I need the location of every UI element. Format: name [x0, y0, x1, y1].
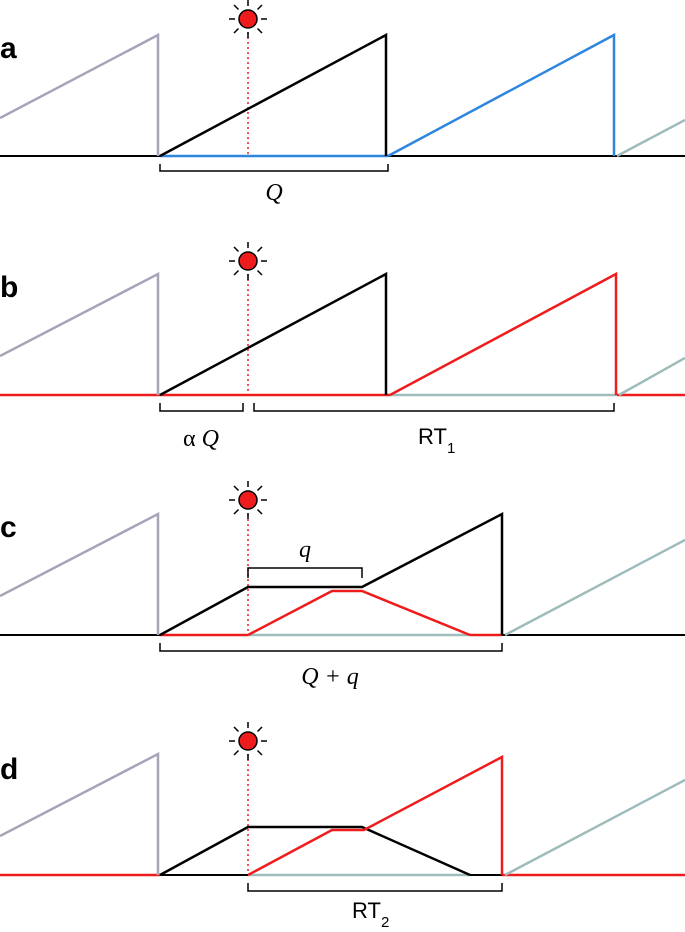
panel-label-c: c: [0, 511, 17, 544]
bracket-small-q: [247, 567, 363, 578]
ramp-black-plateau: [159, 825, 471, 877]
ramp-teal: [616, 118, 685, 158]
ramp-black-paused: [159, 511, 504, 637]
panel-label-b: b: [0, 271, 18, 304]
ramp-gray: [0, 32, 160, 156]
ramp-black: [159, 271, 388, 397]
bracket-label-q: Q: [265, 180, 282, 206]
panel-c: c q Q + q: [0, 480, 685, 690]
ramp-teal: [504, 538, 685, 637]
bracket-label-rt1: RT1: [418, 424, 455, 457]
ramp-blue: [387, 32, 616, 158]
ramp-gray: [0, 751, 160, 875]
bracket-label-small-q: q: [299, 537, 311, 563]
ramp-gray: [0, 271, 160, 395]
bracket-label-rt2: RT2: [352, 898, 389, 931]
ramp-black: [159, 32, 388, 158]
flash-bulb-icon: [228, 0, 268, 39]
ramp-red-paused: [247, 754, 504, 877]
bracket-rt1: [253, 403, 615, 412]
ramp-teal: [618, 356, 685, 397]
ramp-red: [389, 271, 618, 397]
bracket-rt2: [247, 883, 503, 892]
ramp-gray: [0, 511, 160, 635]
panel-d: d RT2: [0, 721, 685, 931]
panel-label-a: a: [0, 32, 17, 65]
flash-bulb-icon: [228, 480, 268, 520]
bracket-q-plus-q: [159, 643, 503, 652]
ramp-red-plateau: [247, 589, 471, 637]
ramp-teal: [504, 778, 685, 877]
panel-a: a Q: [0, 0, 685, 206]
flash-bulb-icon: [228, 721, 268, 761]
flash-bulb-icon: [228, 241, 268, 281]
bracket-label-q-plus-q: Q + q: [301, 664, 359, 690]
panel-label-d: d: [0, 753, 18, 786]
bracket-alpha-q: [159, 403, 244, 412]
bracket-q: [159, 164, 389, 172]
